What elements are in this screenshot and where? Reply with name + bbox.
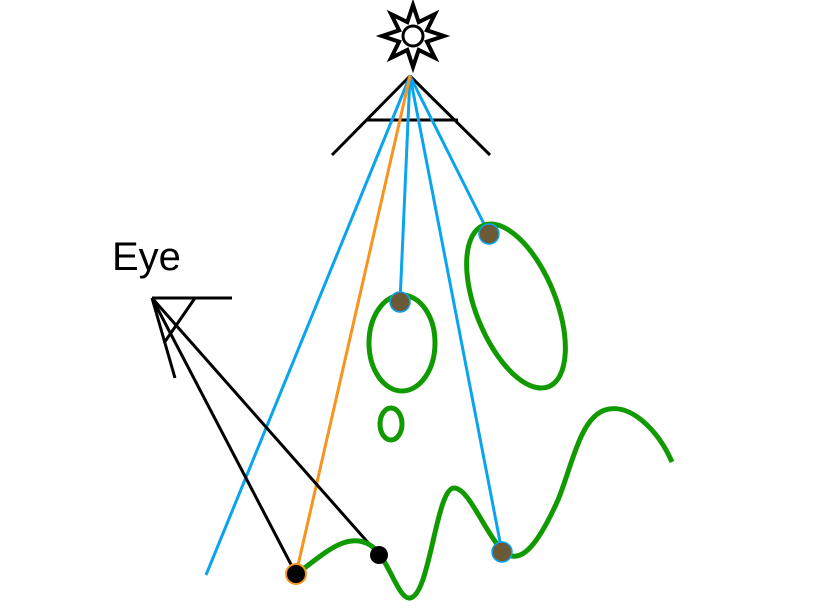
tiny-ellipse-object: [377, 405, 405, 443]
light-ray-highlight: [294, 75, 412, 575]
light-rays: [204, 75, 504, 576]
camera-frustum-icon: [150, 296, 232, 379]
hit-point-tilted-ellipse: [478, 223, 500, 245]
scene-objects: [294, 221, 675, 601]
eye-label: Eye: [112, 235, 181, 279]
eye-ray-2: [150, 297, 381, 556]
light-ray-right-ellipse: [408, 75, 491, 235]
light-ray-left-miss: [204, 75, 412, 576]
eye-ray-1: [150, 297, 298, 575]
eye-hit-point-2: [370, 546, 388, 564]
light-frustum-icon: [330, 74, 492, 157]
ground-surface: [294, 406, 675, 601]
light-ray-surface: [408, 75, 504, 553]
sun-icon: [375, 0, 451, 74]
eye-hit-point-highlight: [285, 563, 307, 585]
light-ray-small-ellipse: [398, 75, 412, 303]
hit-point-small-ellipse: [389, 291, 411, 313]
surface-points: [285, 223, 513, 585]
eye-rays: [150, 297, 381, 575]
hit-point-surface: [491, 541, 513, 563]
